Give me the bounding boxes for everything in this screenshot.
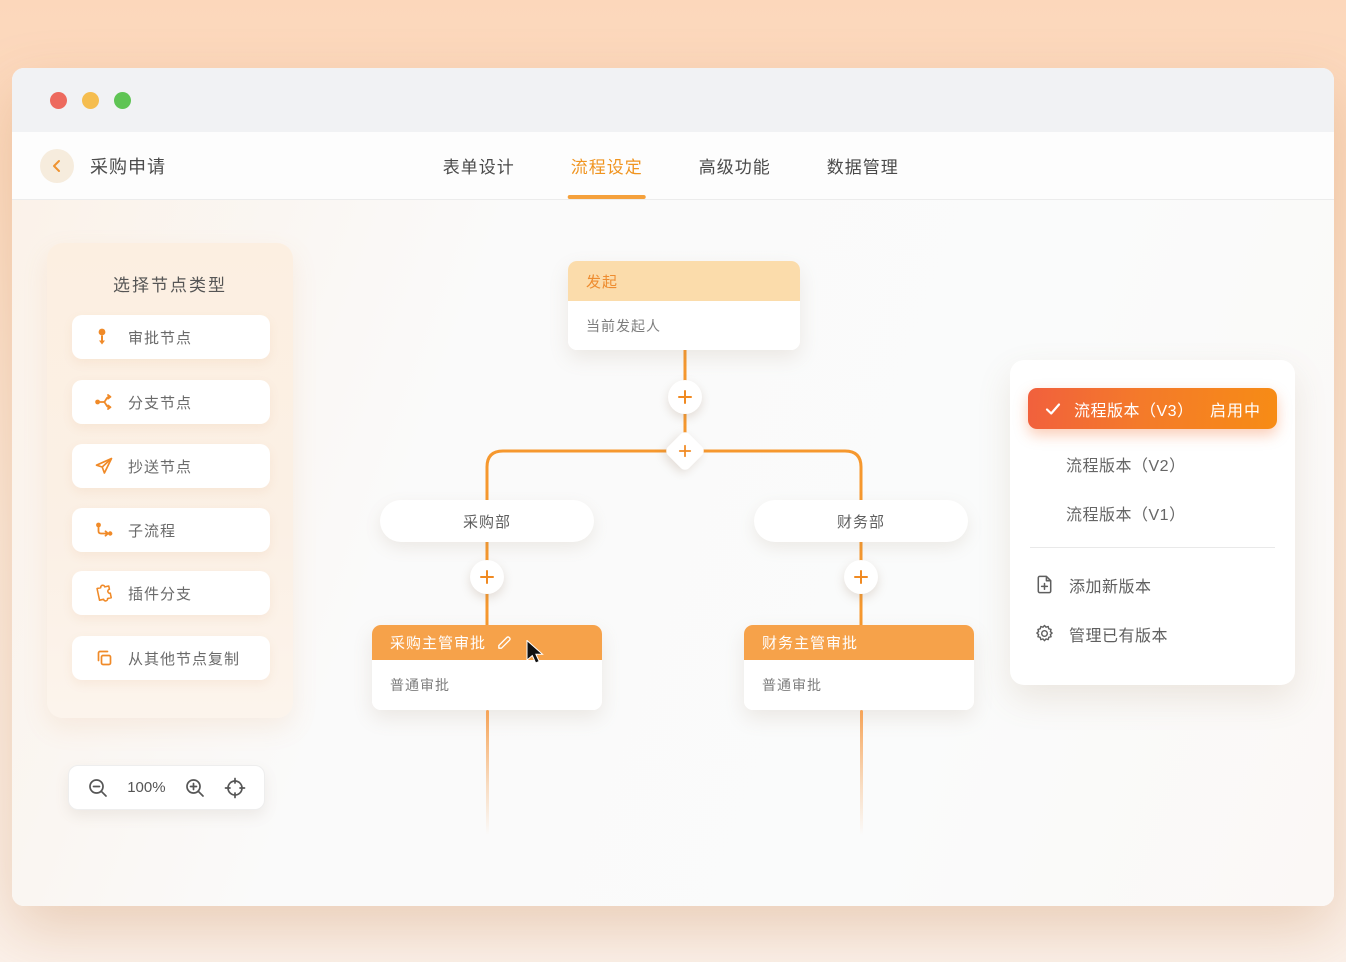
palette-item-label: 子流程	[128, 522, 177, 540]
palette-title: 选择节点类型	[113, 276, 227, 295]
plus-icon	[854, 570, 868, 584]
condition-node-purchasing[interactable]: 采购部	[380, 500, 594, 542]
add-node-button[interactable]	[844, 560, 878, 594]
approval-node-finance-manager[interactable]: 财务主管审批 普通审批	[744, 625, 974, 710]
traffic-lights	[50, 91, 131, 109]
plus-icon	[678, 390, 692, 404]
manage-versions-button[interactable]: 管理已有版本	[1028, 609, 1277, 658]
minimize-window-button[interactable]	[82, 91, 99, 109]
palette-item-label: 分支节点	[128, 394, 193, 412]
copy-node-icon	[97, 650, 112, 666]
approval-node-purchasing-manager[interactable]: 采购主管审批 普通审批	[372, 625, 602, 710]
version-item-v3-active[interactable]: 流程版本（V3） 启用中	[1028, 388, 1277, 429]
window-titlebar	[12, 68, 1334, 132]
palette-item-plugin-branch[interactable]: 插件分支	[72, 571, 270, 615]
approval-node-subtitle: 普通审批	[372, 660, 602, 710]
action-label: 添加新版本	[1069, 578, 1152, 596]
palette-item-label: 从其他节点复制	[128, 650, 241, 668]
add-new-version-button[interactable]: 添加新版本	[1028, 560, 1277, 609]
zoom-level: 100%	[127, 779, 166, 796]
divider	[1030, 547, 1275, 548]
palette-item-approval-node[interactable]: 审批节点	[72, 315, 270, 359]
app-header: 采购申请 表单设计 流程设定 高级功能 数据管理	[12, 132, 1334, 200]
start-node-subtitle: 当前发起人	[568, 301, 800, 350]
flow-canvas[interactable]: 选择节点类型 审批节点 分支节点	[12, 200, 1334, 906]
node-type-palette: 选择节点类型 审批节点 分支节点	[47, 243, 293, 718]
palette-item-copy-node[interactable]: 从其他节点复制	[72, 636, 270, 680]
locate-icon[interactable]	[224, 777, 246, 799]
palette-item-label: 审批节点	[128, 329, 193, 347]
flow-line-fade	[485, 710, 489, 835]
branch-node-icon	[95, 394, 112, 410]
zoom-out-icon[interactable]	[87, 777, 109, 799]
tab-form-design[interactable]: 表单设计	[442, 158, 515, 177]
plus-icon	[480, 570, 494, 584]
version-panel: 流程版本（V3） 启用中 流程版本（V2） 流程版本（V1） 添加新版本	[1010, 360, 1295, 685]
add-branch-button[interactable]	[663, 429, 707, 473]
approval-node-title: 采购主管审批	[390, 635, 487, 652]
add-node-button[interactable]	[470, 560, 504, 594]
tab-advanced-features[interactable]: 高级功能	[698, 158, 771, 177]
page-title: 采购申请	[90, 156, 166, 177]
version-status-badge: 启用中	[1209, 402, 1261, 420]
palette-item-cc-node[interactable]: 抄送节点	[72, 444, 270, 488]
add-node-button[interactable]	[668, 380, 702, 414]
version-item-v1[interactable]: 流程版本（V1）	[1066, 506, 1186, 524]
add-document-icon	[1037, 575, 1052, 594]
zoom-window-button[interactable]	[114, 91, 131, 109]
approval-node-icon	[98, 328, 106, 345]
approval-node-subtitle: 普通审批	[744, 660, 974, 710]
flow-line-fade	[859, 710, 863, 835]
cc-node-icon	[95, 457, 113, 474]
start-node[interactable]: 发起 当前发起人	[568, 261, 800, 350]
app-window: 采购申请 表单设计 流程设定 高级功能 数据管理 选择节点类型	[12, 68, 1334, 906]
approval-node-title: 财务主管审批	[762, 635, 859, 652]
back-button[interactable]	[40, 148, 74, 183]
version-item-v2[interactable]: 流程版本（V2）	[1066, 457, 1186, 475]
plugin-branch-icon	[96, 584, 113, 602]
action-label: 管理已有版本	[1069, 627, 1169, 645]
palette-item-subflow[interactable]: 子流程	[72, 508, 270, 552]
palette-item-label: 插件分支	[128, 585, 193, 603]
tab-data-management[interactable]: 数据管理	[826, 158, 899, 177]
zoom-in-icon[interactable]	[184, 777, 206, 799]
chevron-left-icon	[53, 159, 60, 172]
zoom-toolbar: 100%	[68, 765, 265, 810]
gear-icon	[1036, 624, 1053, 642]
start-node-title: 发起	[568, 261, 800, 301]
tab-bar: 表单设计 流程设定 高级功能 数据管理	[443, 132, 899, 199]
plus-icon	[678, 444, 692, 458]
edit-pencil-icon[interactable]	[496, 634, 513, 651]
close-window-button[interactable]	[50, 91, 67, 109]
condition-node-finance[interactable]: 财务部	[754, 500, 968, 542]
palette-item-branch-node[interactable]: 分支节点	[72, 380, 270, 424]
palette-item-label: 抄送节点	[128, 458, 193, 476]
check-icon	[1045, 402, 1061, 415]
version-label: 流程版本（V3）	[1074, 402, 1194, 420]
subflow-icon	[96, 522, 113, 537]
tab-process-settings[interactable]: 流程设定	[571, 132, 643, 199]
